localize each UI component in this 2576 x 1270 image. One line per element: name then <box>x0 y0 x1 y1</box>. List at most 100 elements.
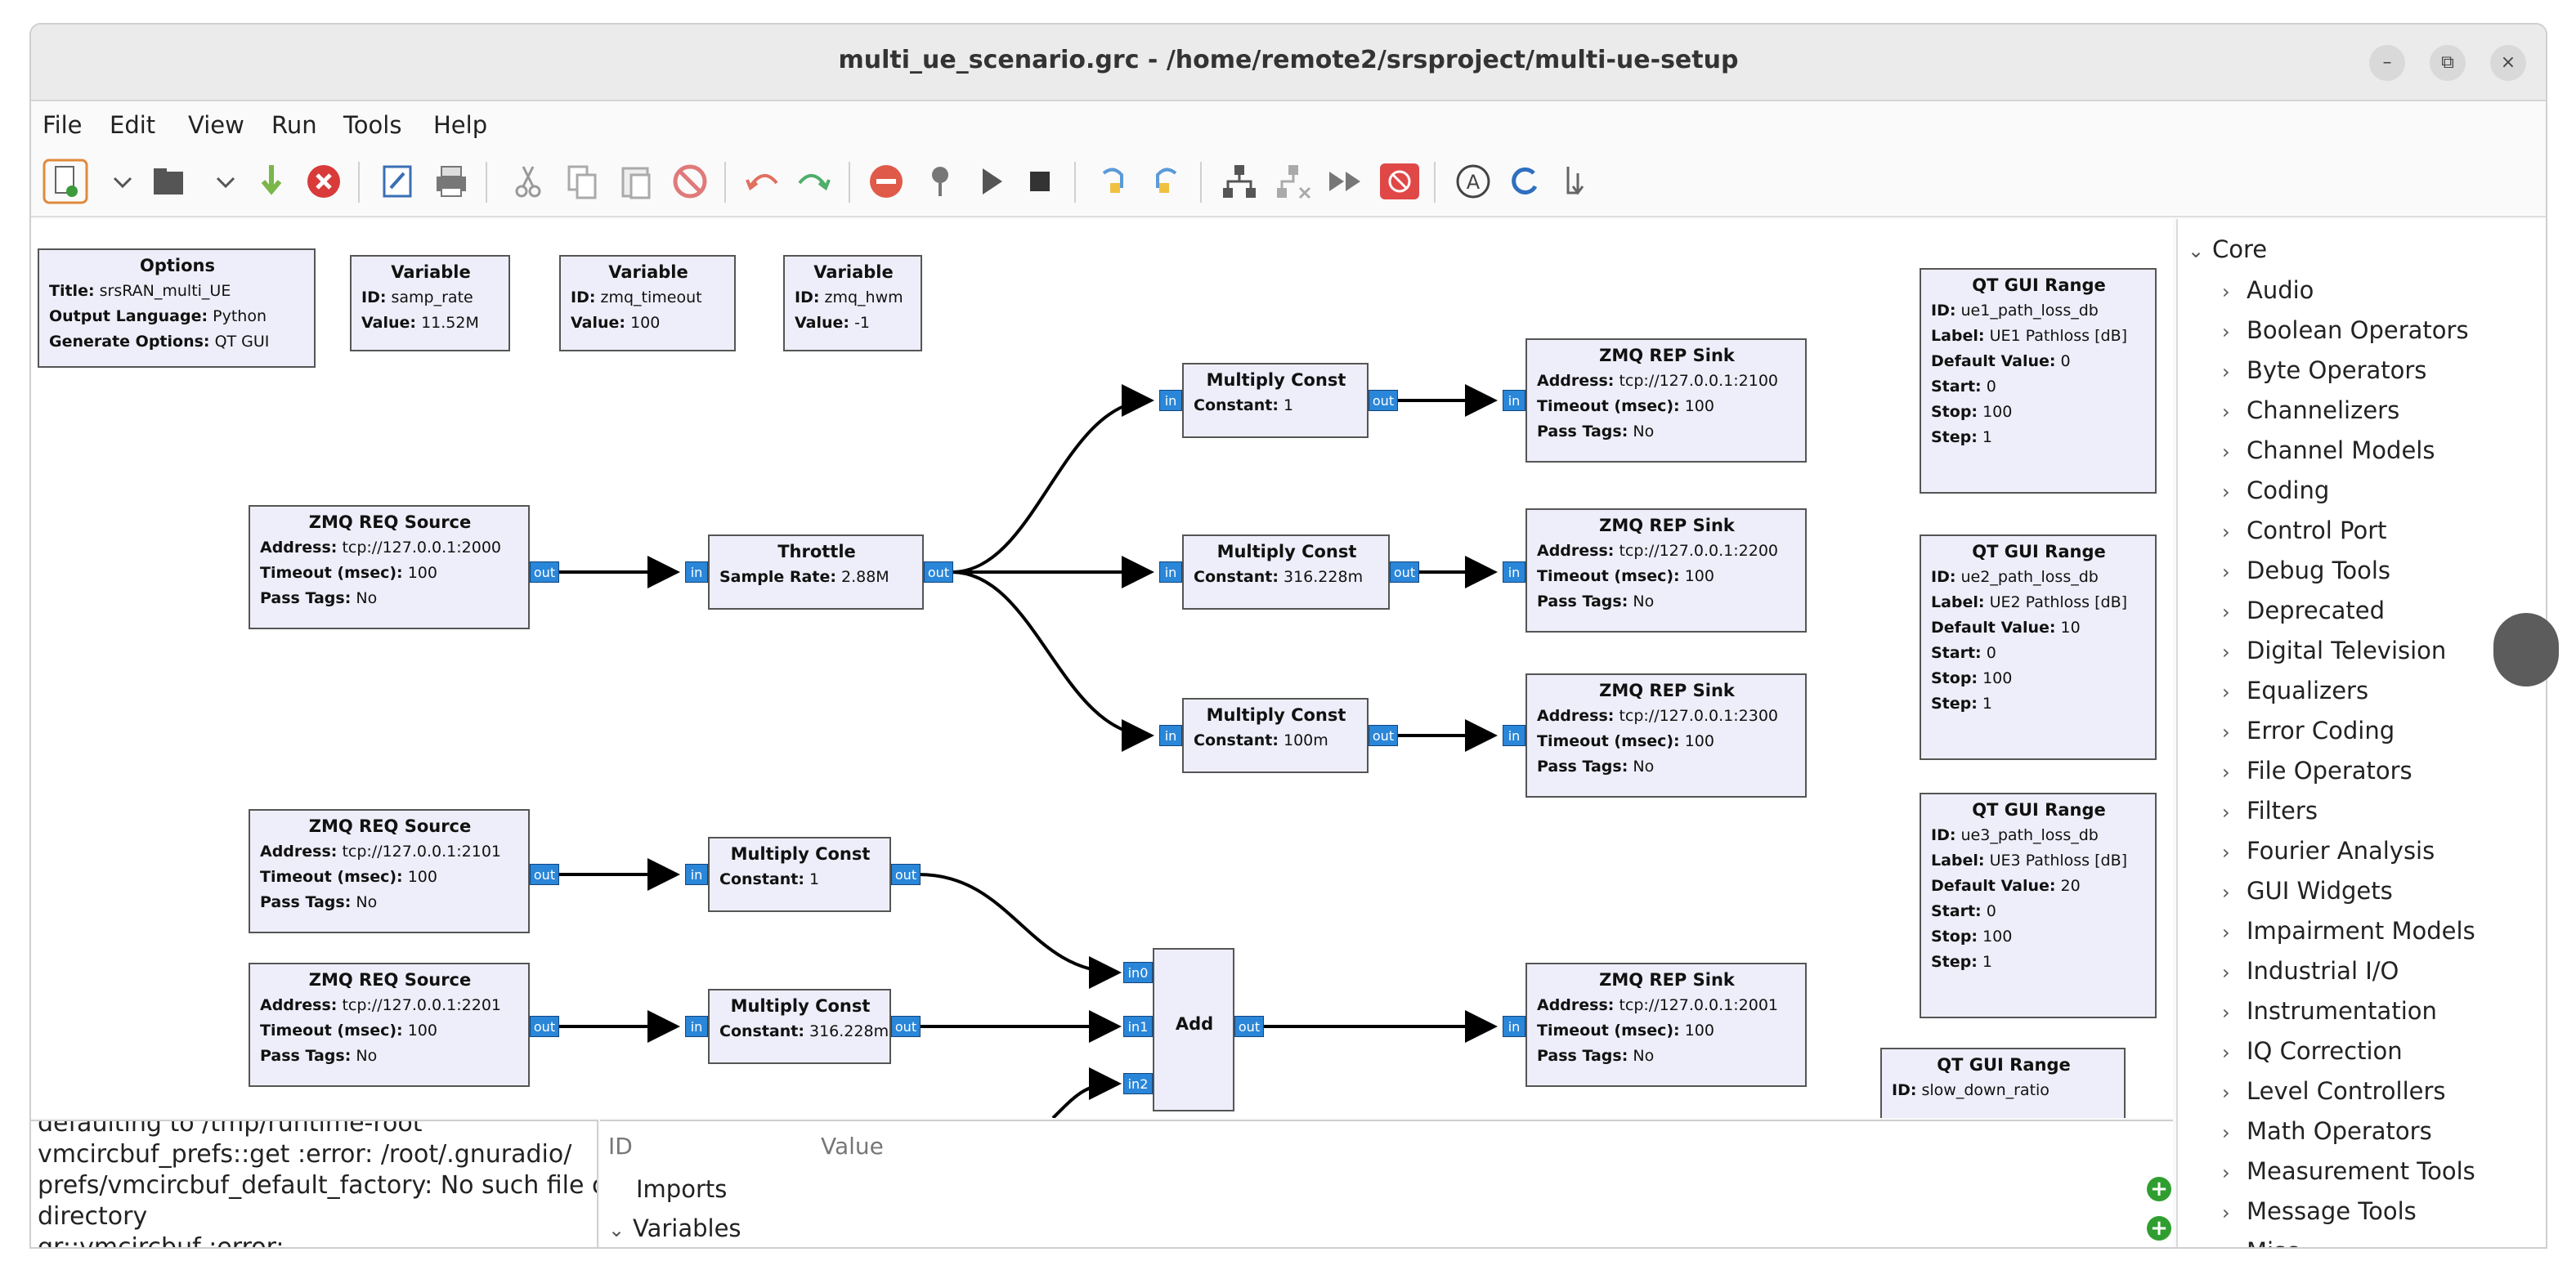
zmq-req-source-2101-block[interactable]: ZMQ REQ Source Address: tcp://127.0.0.1:… <box>249 809 530 933</box>
menu-run[interactable]: Run <box>271 111 317 139</box>
add-variable-button[interactable]: + <box>2147 1216 2171 1241</box>
port-in[interactable]: in <box>685 561 708 583</box>
port-in2[interactable]: in2 <box>1123 1073 1153 1094</box>
stop-icon[interactable] <box>1017 159 1063 204</box>
port-in[interactable]: in <box>685 1016 708 1037</box>
port-in0[interactable]: in0 <box>1123 962 1153 983</box>
variable-zmq-hwm-block[interactable]: Variable ID: zmq_hwm Value: -1 <box>783 255 922 351</box>
library-item[interactable]: ›Error Coding <box>2222 717 2395 745</box>
qt-gui-range-slow-down-block[interactable]: QT GUI Range ID: slow_down_ratio <box>1880 1048 2126 1118</box>
library-item[interactable]: ›GUI Widgets <box>2222 877 2393 905</box>
zmq-req-source-2000-block[interactable]: ZMQ REQ Source Address: tcp://127.0.0.1:… <box>249 505 530 629</box>
library-item[interactable]: ›Misc <box>2222 1237 2299 1247</box>
variable-zmq-timeout-block[interactable]: Variable ID: zmq_timeout Value: 100 <box>559 255 736 351</box>
print-icon[interactable] <box>428 159 474 204</box>
library-item[interactable]: ›Debug Tools <box>2222 557 2391 584</box>
library-item[interactable]: ›Audio <box>2222 276 2314 304</box>
minimize-button[interactable]: – <box>2369 45 2405 81</box>
multiply-const-5-block[interactable]: Multiply Const Constant: 316.228m <box>708 989 891 1064</box>
reload-icon[interactable] <box>1503 159 1548 204</box>
paste-icon[interactable] <box>613 159 659 204</box>
throttle-block[interactable]: Throttle Sample Rate: 2.88M <box>708 534 924 610</box>
port-out[interactable]: out <box>891 864 921 885</box>
port-out[interactable]: out <box>1369 390 1398 411</box>
port-out[interactable]: out <box>1390 561 1419 583</box>
delete-icon[interactable] <box>667 159 713 204</box>
export-icon[interactable] <box>1553 159 1599 204</box>
multiply-const-4-block[interactable]: Multiply Const Constant: 1 <box>708 837 891 912</box>
port-in[interactable]: in <box>1503 1016 1525 1037</box>
add-import-button[interactable]: + <box>2147 1177 2171 1201</box>
new-icon[interactable] <box>43 159 88 204</box>
run-icon[interactable] <box>968 159 1014 204</box>
port-out[interactable]: out <box>1234 1016 1264 1037</box>
menu-help[interactable]: Help <box>433 111 488 139</box>
options-block[interactable]: Options Title: srsRAN_multi_UE Output La… <box>38 248 316 368</box>
flowgraph-icon[interactable] <box>1216 159 1262 204</box>
library-item[interactable]: ›Message Tools <box>2222 1197 2417 1225</box>
port-in[interactable]: in <box>1159 725 1182 746</box>
bypass-icon[interactable] <box>917 159 963 204</box>
library-item[interactable]: ›Math Operators <box>2222 1117 2432 1145</box>
port-out[interactable]: out <box>1369 725 1398 746</box>
add-block[interactable]: Add <box>1153 948 1234 1111</box>
port-in[interactable]: in <box>1503 390 1525 411</box>
flowgraph-canvas[interactable]: Options Title: srsRAN_multi_UE Output La… <box>31 219 2173 1118</box>
multiply-const-2-block[interactable]: Multiply Const Constant: 316.228m <box>1182 534 1390 610</box>
maximize-button[interactable]: ⧉ <box>2430 45 2466 81</box>
fast-forward-icon[interactable] <box>1323 159 1369 204</box>
search-icon[interactable]: A <box>1450 159 1496 204</box>
menu-edit[interactable]: Edit <box>110 111 156 139</box>
library-item[interactable]: ›Digital Television <box>2222 637 2447 664</box>
menu-view[interactable]: View <box>188 111 244 139</box>
multiply-const-1-block[interactable]: Multiply Const Constant: 1 <box>1182 363 1369 438</box>
qt-gui-range-ue3-block[interactable]: QT GUI Range ID: ue3_path_loss_db Label:… <box>1920 793 2157 1018</box>
library-item[interactable]: ›Instrumentation <box>2222 997 2437 1025</box>
properties-icon[interactable] <box>374 159 420 204</box>
library-item[interactable]: ›Industrial I/O <box>2222 957 2399 985</box>
save-icon[interactable] <box>249 159 294 204</box>
library-item[interactable]: ›Impairment Models <box>2222 917 2475 945</box>
qt-gui-range-ue2-block[interactable]: QT GUI Range ID: ue2_path_loss_db Label:… <box>1920 534 2157 760</box>
library-item[interactable]: ›Measurement Tools <box>2222 1157 2475 1185</box>
port-out[interactable]: out <box>891 1016 921 1037</box>
title-bar[interactable]: multi_ue_scenario.grc - /home/remote2/sr… <box>31 25 2546 101</box>
library-item[interactable]: ›File Operators <box>2222 757 2412 785</box>
library-item[interactable]: ›Channel Models <box>2222 436 2435 464</box>
zmq-req-source-2201-block[interactable]: ZMQ REQ Source Address: tcp://127.0.0.1:… <box>249 963 530 1087</box>
port-in1[interactable]: in1 <box>1123 1016 1153 1037</box>
tree-row-imports[interactable]: Imports <box>636 1175 728 1203</box>
flowgraph-alt-icon[interactable] <box>1270 159 1316 204</box>
open-dropdown-icon[interactable] <box>203 159 249 204</box>
variable-samp-rate-block[interactable]: Variable ID: samp_rate Value: 11.52M <box>350 255 510 351</box>
close-icon[interactable] <box>301 159 347 204</box>
library-category-core[interactable]: ⌄Core <box>2188 235 2268 263</box>
port-in[interactable]: in <box>1503 725 1525 746</box>
port-out[interactable]: out <box>924 561 953 583</box>
disable-icon[interactable] <box>863 159 909 204</box>
side-panel-toggle-button[interactable] <box>2493 613 2559 686</box>
menu-tools[interactable]: Tools <box>343 111 402 139</box>
undo-icon[interactable] <box>741 159 786 204</box>
rotate-ccw-icon[interactable] <box>1091 159 1136 204</box>
menu-file[interactable]: File <box>43 111 83 139</box>
library-item[interactable]: ›Deprecated <box>2222 597 2386 624</box>
redo-icon[interactable] <box>790 159 836 204</box>
kill-icon[interactable] <box>1377 159 1422 204</box>
cut-icon[interactable] <box>505 159 551 204</box>
library-item[interactable]: ›Fourier Analysis <box>2222 837 2435 865</box>
zmq-rep-sink-2100-block[interactable]: ZMQ REP Sink Address: tcp://127.0.0.1:21… <box>1525 338 1807 463</box>
library-item[interactable]: ›Filters <box>2222 797 2318 825</box>
open-icon[interactable] <box>146 159 191 204</box>
library-item[interactable]: ›Level Controllers <box>2222 1077 2446 1105</box>
port-in[interactable]: in <box>1159 390 1182 411</box>
close-window-button[interactable]: × <box>2490 45 2526 81</box>
library-item[interactable]: ›Channelizers <box>2222 396 2400 424</box>
multiply-const-3-block[interactable]: Multiply Const Constant: 100m <box>1182 698 1369 773</box>
zmq-rep-sink-2001-block[interactable]: ZMQ REP Sink Address: tcp://127.0.0.1:20… <box>1525 963 1807 1087</box>
port-in[interactable]: in <box>1159 561 1182 583</box>
port-out[interactable]: out <box>530 1016 559 1037</box>
library-item[interactable]: ›IQ Correction <box>2222 1037 2403 1065</box>
tree-row-variables[interactable]: ⌄Variables <box>608 1214 741 1242</box>
library-item[interactable]: ›Control Port <box>2222 516 2387 544</box>
